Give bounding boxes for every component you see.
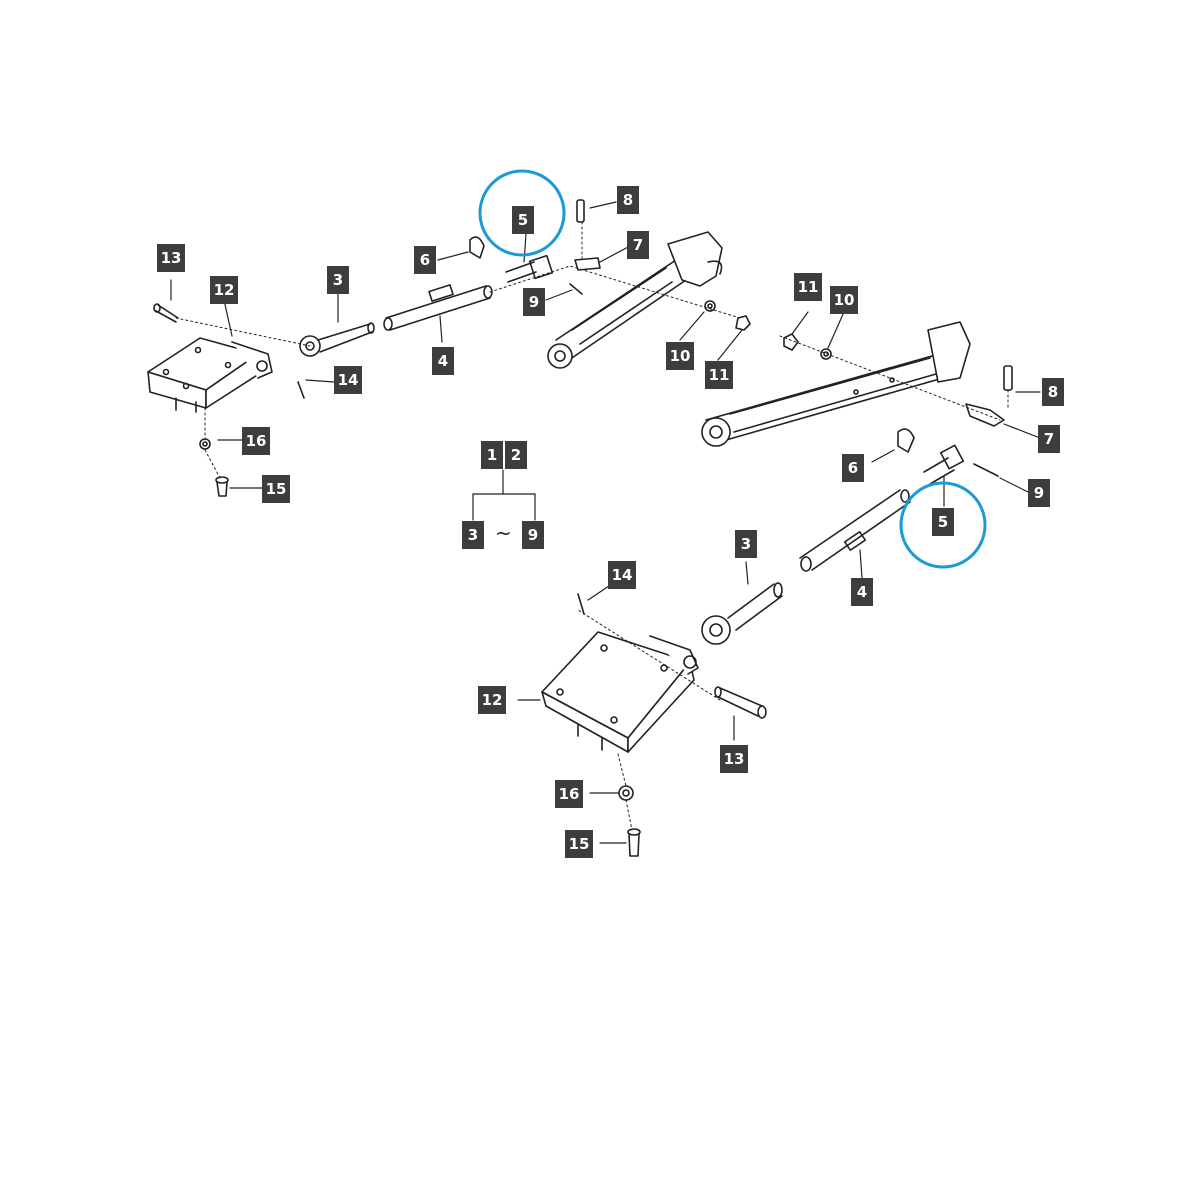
callout-7: 7 — [627, 231, 649, 259]
callout-10: 10 — [666, 342, 694, 370]
link-end-3-right — [701, 582, 783, 645]
link-end-3-top-left — [299, 322, 375, 357]
kit-label-1: 1 — [481, 441, 503, 469]
callout-6: 6 — [414, 246, 436, 274]
washer-10-top-left — [704, 300, 716, 312]
callout-13-bottom: 13 — [720, 745, 748, 773]
pin-5-top-left — [505, 254, 554, 283]
callout-7-right: 7 — [1038, 425, 1060, 453]
clip-9-right — [973, 463, 999, 477]
callout-9-right: 9 — [1028, 479, 1050, 507]
callout-16: 16 — [242, 427, 270, 455]
cotter-pin-14 — [297, 381, 305, 399]
cotter-pin-14-bottom — [577, 593, 585, 615]
nut-11-top-left — [735, 315, 751, 331]
callout-12: 12 — [210, 276, 238, 304]
pin-5-right — [923, 444, 965, 485]
kit-bracket — [472, 469, 536, 521]
highlight-circle-right — [899, 481, 987, 569]
retainer-6-top-left — [469, 236, 485, 259]
callout-10-right: 10 — [830, 286, 858, 314]
callout-4-right: 4 — [851, 578, 873, 606]
callout-4: 4 — [432, 347, 454, 375]
washer-10-right — [820, 348, 832, 360]
callout-5-right-highlighted: 5 — [932, 508, 954, 536]
washer-16-bottom — [618, 785, 634, 801]
pin-13-bottom — [714, 686, 767, 719]
bracket-top-left — [147, 337, 273, 413]
callout-3-right: 3 — [735, 530, 757, 558]
lower-link-arm-right — [701, 321, 971, 447]
callout-11-right: 11 — [794, 273, 822, 301]
bolt-7-top-left — [574, 257, 601, 271]
bracket-bottom — [541, 631, 699, 753]
callout-12-bottom: 12 — [478, 686, 506, 714]
callout-8: 8 — [617, 186, 639, 214]
bolt-7-right — [965, 403, 1005, 427]
link-body-4-right — [799, 489, 911, 572]
callout-11: 11 — [705, 361, 733, 389]
link-body-4-top-left — [383, 284, 493, 331]
kit-label-2: 2 — [505, 441, 527, 469]
pin-13-top-left — [153, 303, 179, 323]
kit-label-from: 3 — [462, 521, 484, 549]
callout-3: 3 — [327, 266, 349, 294]
callout-9: 9 — [523, 288, 545, 316]
nut-11-right — [783, 333, 799, 351]
callout-5-highlighted: 5 — [512, 206, 534, 234]
clip-9-top-left — [569, 283, 583, 295]
bolt-15-bottom — [627, 828, 641, 857]
callout-8-right: 8 — [1042, 378, 1064, 406]
highlight-circle-top — [478, 169, 566, 257]
callout-15-bottom: 15 — [565, 830, 593, 858]
pin-8-top-left — [576, 199, 585, 223]
callout-6-right: 6 — [842, 454, 864, 482]
callout-15: 15 — [262, 475, 290, 503]
callout-16-bottom: 16 — [555, 780, 583, 808]
kit-label-to: 9 — [522, 521, 544, 549]
callout-14: 14 — [334, 366, 362, 394]
bolt-15-top-left — [215, 476, 229, 497]
callout-13: 13 — [157, 244, 185, 272]
retainer-6-right — [897, 428, 915, 453]
pin-8-right — [1003, 365, 1013, 391]
callout-14-bottom: 14 — [608, 561, 636, 589]
kit-range-tilde: ~ — [495, 521, 512, 545]
